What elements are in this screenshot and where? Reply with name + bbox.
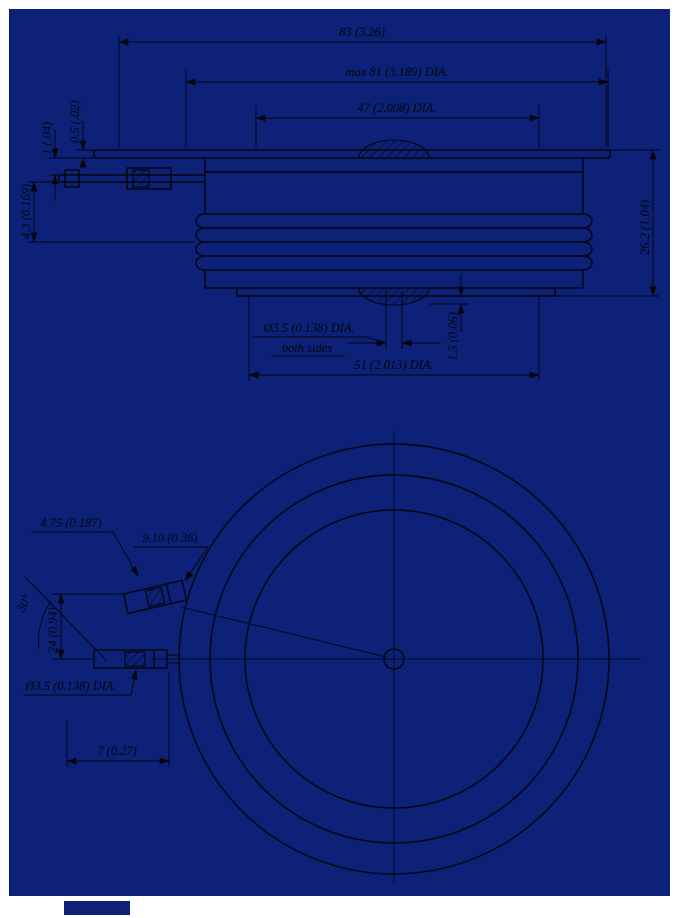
dim-hole: Ø3.5 (0.138) DIA. xyxy=(23,669,138,696)
centerlines xyxy=(151,431,641,883)
dim-overall-width: 83 (3.26) xyxy=(118,25,607,147)
dim-flange-thickness: 0.5 (.02) xyxy=(68,100,94,169)
section-view: 83 (3.26) max 81 (3.189) DIA. 47 (2.008)… xyxy=(19,25,659,381)
dim-angle-label: 30° xyxy=(13,592,34,615)
dim-overall-width-label: 83 (3.26) xyxy=(339,25,385,39)
dim-height-label: 26.2 (1.04) xyxy=(638,200,652,255)
housing-body-outline xyxy=(195,158,593,289)
dim-edge-offset: 7 (0.27) xyxy=(66,671,170,767)
dim-recess: 1.5 (0.06) xyxy=(429,274,469,361)
dim-height: 26.2 (1.04) xyxy=(555,149,659,297)
dim-lead-offset: 1 (.04) xyxy=(40,122,94,201)
dim-terminal-width: 4.75 (0.187) xyxy=(31,516,139,577)
top-pole-hatched-section xyxy=(358,139,430,159)
dim-terminal-spacing-label: 24 (0.94) xyxy=(46,607,60,653)
dim-flange-thickness-label: 0.5 (.02) xyxy=(68,100,82,143)
gate-lead-line xyxy=(180,606,387,658)
lower-terminal xyxy=(93,649,181,669)
plan-view: 30° 24 (0.94) 4.75 (0.187) 9.10 (0.36) Ø… xyxy=(13,431,641,883)
device-circles xyxy=(178,443,610,875)
dim-max-dia-label: max 81 (3.189) DIA. xyxy=(345,65,448,79)
bottom-pole-hatched-section xyxy=(358,287,430,306)
top-flange-outline xyxy=(93,149,611,159)
dim-terminal-length-label: 9.10 (0.36) xyxy=(142,531,197,545)
dim-gate-hole-note: both sides xyxy=(282,341,332,355)
dim-max-dia: max 81 (3.189) DIA. xyxy=(185,65,609,147)
upper-terminal xyxy=(122,579,188,615)
dim-lead-offset-label: 1 (.04) xyxy=(40,122,54,155)
dim-gate-hole-label: Ø3.5 (0.138) DIA. xyxy=(262,321,354,335)
dim-gate-hole: Ø3.5 (0.138) DIA. both sides xyxy=(252,305,441,357)
dim-bottom-contact: 51 (2.013) DIA. xyxy=(248,296,540,381)
dim-terminal-spacing: 24 (0.94) xyxy=(46,593,127,660)
dim-terminal-width-label: 4.75 (0.187) xyxy=(40,516,101,530)
gate-lead-section xyxy=(58,167,205,190)
dim-bottom-contact-label: 51 (2.013) DIA. xyxy=(354,358,433,372)
drawing-canvas: 83 (3.26) max 81 (3.189) DIA. 47 (2.008)… xyxy=(13,25,659,883)
gate-hole-edges xyxy=(385,291,403,304)
dim-hole-label: Ø3.5 (0.138) DIA. xyxy=(24,679,116,693)
dim-lead-position: 4.3 (0.169) xyxy=(19,181,195,243)
outline-drawing: 83 (3.26) max 81 (3.189) DIA. 47 (2.008)… xyxy=(9,9,670,896)
dim-edge-offset-label: 7 (0.27) xyxy=(97,744,137,758)
dim-recess-label: 1.5 (0.06) xyxy=(446,312,460,361)
dim-top-contact: 47 (2.008) DIA. xyxy=(255,101,540,147)
dim-top-contact-label: 47 (2.008) DIA. xyxy=(357,101,436,115)
footer-accent-bar xyxy=(64,901,130,915)
dim-lead-position-label: 4.3 (0.169) xyxy=(19,184,33,239)
dim-terminal-length: 9.10 (0.36) xyxy=(134,531,209,582)
